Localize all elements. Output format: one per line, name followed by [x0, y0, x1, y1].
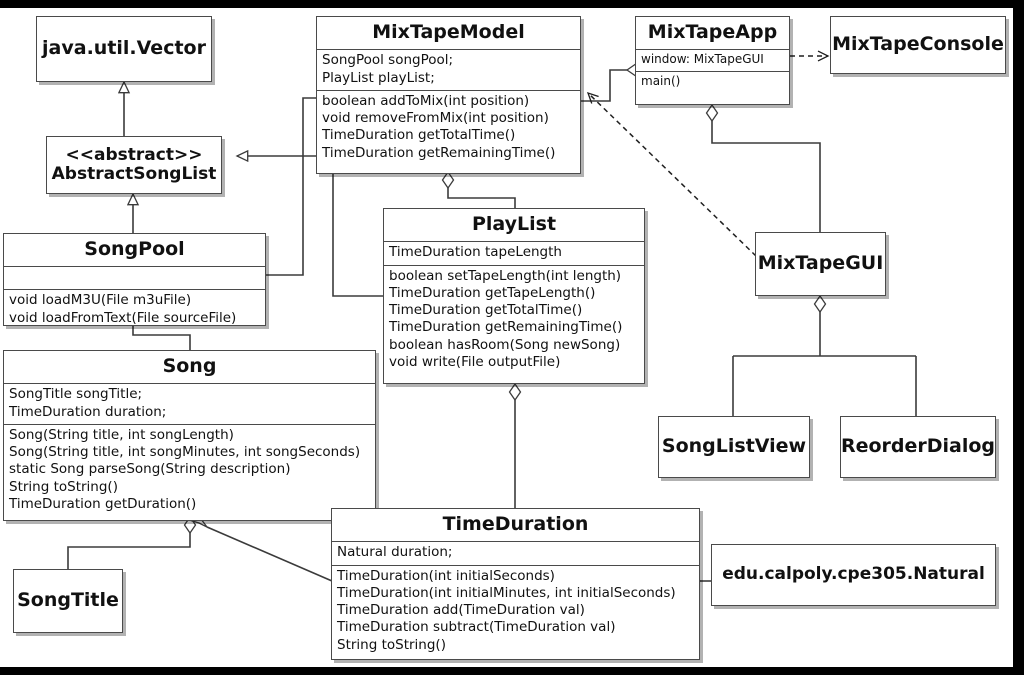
class-operations-song: Song(String title, int songLength)Song(S… [4, 423, 375, 516]
class-name-mix-tape-console: MixTapeConsole [832, 33, 1004, 56]
member-row: void loadM3U(File m3uFile) [9, 292, 192, 309]
class-attributes-song: SongTitle songTitle;TimeDuration duratio… [4, 383, 375, 424]
class-box-play-list[interactable]: PlayList TimeDuration tapeLength boolean… [383, 208, 645, 384]
class-operations-mix-tape-app: main() [636, 70, 789, 92]
member-row: SongPool songPool; [322, 52, 454, 69]
class-name-java-util-vector: java.util.Vector [42, 37, 206, 60]
member-row: boolean hasRoom(Song newSong) [389, 336, 621, 353]
class-name-mix-tape-model: MixTapeModel [372, 21, 525, 43]
member-row: Song(String title, int songMinutes, int … [9, 444, 361, 461]
member-row: boolean setTapeLength(int length) [389, 267, 622, 284]
class-name-song-title: SongTitle [17, 589, 119, 612]
class-attributes-song-pool [4, 266, 265, 289]
class-name-reorder-dialog: ReorderDialog [840, 435, 996, 458]
class-name-play-list: PlayList [471, 213, 557, 235]
member-row: void write(File outputFile) [389, 353, 561, 370]
member-row: boolean addToMix(int position) [322, 92, 530, 109]
class-box-java-util-vector[interactable]: java.util.Vector [36, 16, 212, 82]
class-box-time-duration[interactable]: TimeDuration Natural duration; TimeDurat… [331, 508, 700, 660]
member-row: Natural duration; [337, 544, 453, 561]
class-box-mix-tape-model[interactable]: MixTapeModel SongPool songPool;PlayList … [316, 16, 581, 174]
member-row: static Song parseSong(String description… [9, 461, 291, 478]
class-box-song-title[interactable]: SongTitle [13, 569, 123, 633]
member-row: main() [641, 73, 681, 88]
class-box-song-pool[interactable]: SongPool void loadM3U(File m3uFile)void … [3, 233, 266, 326]
member-row: Song(String title, int songLength) [9, 426, 234, 443]
class-attributes-mix-tape-model: SongPool songPool;PlayList playList; [317, 49, 580, 90]
class-operations-mix-tape-model: boolean addToMix(int position)void remov… [317, 89, 580, 165]
member-row: TimeDuration tapeLength [389, 244, 562, 261]
member-row: void removeFromMix(int position) [322, 110, 549, 127]
edge-mixtapeapp-to-mixtapemodel [581, 63, 645, 102]
class-box-song[interactable]: Song SongTitle songTitle;TimeDuration du… [3, 350, 376, 521]
member-row: TimeDuration getTotalTime() [322, 127, 516, 144]
member-row: String toString() [9, 478, 118, 495]
class-operations-time-duration: TimeDuration(int initialSeconds)TimeDura… [332, 564, 699, 657]
class-box-natural[interactable]: edu.calpoly.cpe305.Natural [711, 544, 996, 606]
class-box-abstract-song-list[interactable]: <<abstract>> AbstractSongList [46, 136, 222, 194]
class-operations-song-pool: void loadM3U(File m3uFile)void loadFromT… [4, 289, 265, 330]
class-name-abstract-song-list: <<abstract>> AbstractSongList [51, 144, 217, 184]
member-row: String toString() [337, 636, 446, 653]
class-name-song-pool: SongPool [84, 238, 185, 260]
member-row: void loadFromText(File sourceFile) [9, 309, 237, 326]
diagram-canvas: java.util.Vector <<abstract>> AbstractSo… [0, 8, 1013, 667]
class-name-natural: edu.calpoly.cpe305.Natural [722, 564, 985, 585]
member-row: SongTitle songTitle; [9, 386, 143, 403]
member-row: TimeDuration subtract(TimeDuration val) [337, 619, 616, 636]
class-attributes-mix-tape-app: window: MixTapeGUI [636, 49, 789, 70]
class-operations-play-list: boolean setTapeLength(int length)TimeDur… [384, 264, 644, 375]
member-row: TimeDuration(int initialSeconds) [337, 567, 555, 584]
member-row: TimeDuration(int initialMinutes, int ini… [337, 584, 676, 601]
member-row: TimeDuration getTotalTime() [389, 302, 583, 319]
class-name-song-list-view: SongListView [661, 435, 807, 458]
member-row: TimeDuration duration; [9, 403, 167, 420]
member-row: PlayList playList; [322, 69, 435, 86]
member-row: TimeDuration getRemainingTime() [322, 144, 556, 161]
class-name-time-duration: TimeDuration [442, 513, 589, 535]
class-box-song-list-view[interactable]: SongListView [658, 416, 810, 478]
edge-mixtapegui-to-views [732, 294, 917, 416]
class-attributes-time-duration: Natural duration; [332, 541, 699, 564]
class-name-song: Song [162, 355, 217, 377]
class-box-mix-tape-console[interactable]: MixTapeConsole [830, 16, 1006, 74]
edge-song-to-timeduration [189, 516, 333, 582]
class-name-mix-tape-gui: MixTapeGUI [757, 252, 884, 275]
class-box-mix-tape-gui[interactable]: MixTapeGUI [755, 232, 886, 296]
member-row: TimeDuration getDuration() [9, 495, 197, 512]
member-row: TimeDuration add(TimeDuration val) [337, 602, 585, 619]
class-box-mix-tape-app[interactable]: MixTapeApp window: MixTapeGUI main() [635, 16, 790, 105]
edge-song-to-songtitle [67, 515, 197, 569]
edge-mixtapemodel-to-playlist [441, 170, 516, 208]
class-attributes-play-list: TimeDuration tapeLength [384, 241, 644, 264]
class-name-mix-tape-app: MixTapeApp [647, 21, 778, 43]
member-row: TimeDuration getTapeLength() [389, 284, 596, 301]
member-row: window: MixTapeGUI [641, 52, 764, 67]
member-row: TimeDuration getRemainingTime() [389, 319, 623, 336]
edge-mixtapeapp-to-mixtapegui [705, 103, 821, 232]
edge-playlist-to-timeduration [508, 382, 522, 516]
class-box-reorder-dialog[interactable]: ReorderDialog [840, 416, 996, 478]
